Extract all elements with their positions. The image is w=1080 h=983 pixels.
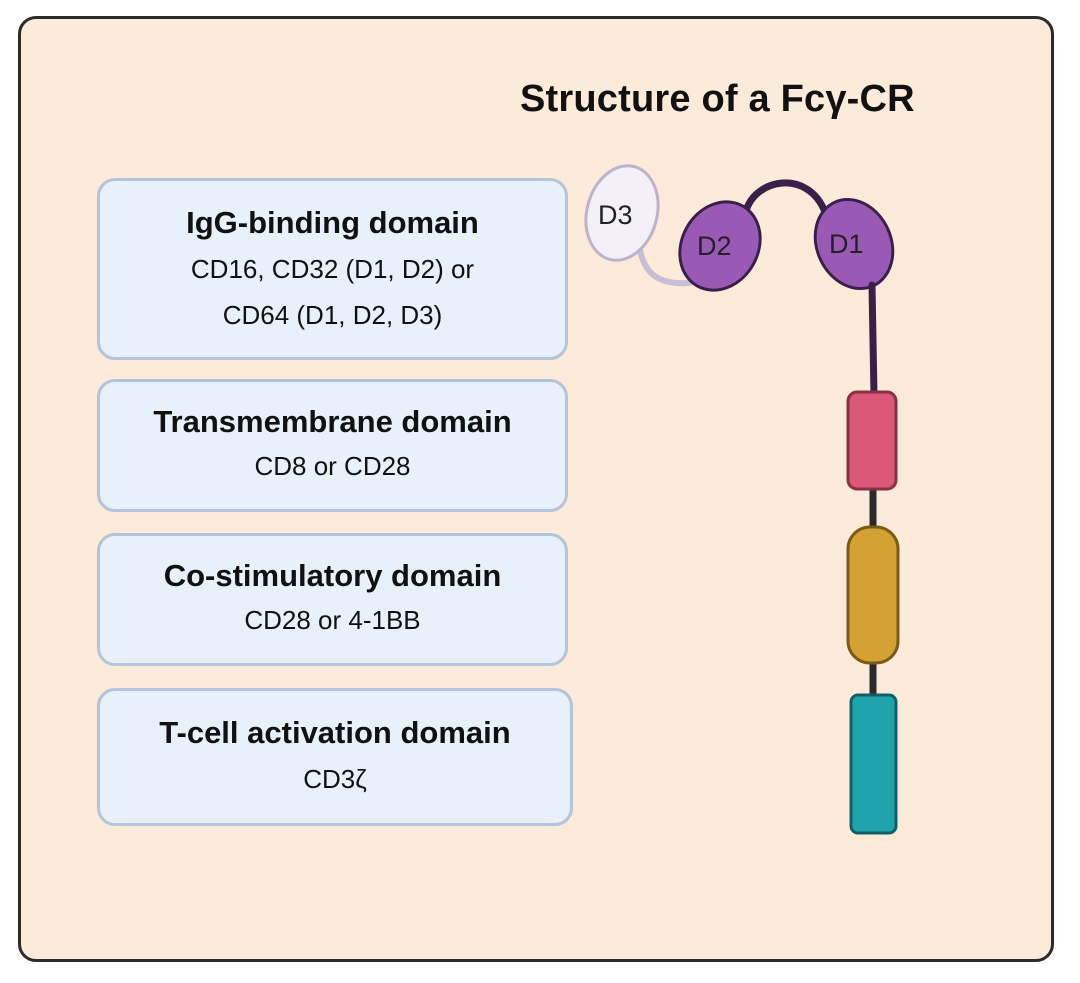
igg-binding-domain-line-1: CD16, CD32 (D1, D2) or bbox=[190, 254, 475, 284]
transmembrane-domain-heading: Transmembrane domain bbox=[153, 404, 512, 439]
hinge-stalk bbox=[868, 281, 878, 399]
d2-domain-shape bbox=[678, 200, 762, 292]
transmembrane-domain-line-1: CD8 or CD28 bbox=[254, 451, 411, 481]
d2-label: D2 bbox=[697, 231, 732, 261]
d3-domain-shape bbox=[584, 164, 660, 262]
t-cell-activation-domain-box: T-cell activation domain CD3ζ bbox=[97, 688, 573, 826]
costimulatory-block bbox=[846, 525, 900, 665]
d3-label: D3 bbox=[598, 200, 633, 230]
transmembrane-block bbox=[846, 390, 898, 491]
d3-linker bbox=[637, 247, 693, 287]
d1-label: D1 bbox=[829, 229, 864, 259]
costimulatory-domain-box: Co-stimulatory domain CD28 or 4-1BB bbox=[97, 533, 568, 666]
figure-title: Structure of a Fcγ-CR bbox=[520, 78, 915, 120]
costimulatory-domain-line-1: CD28 or 4-1BB bbox=[244, 605, 421, 635]
igg-binding-domain-line-2: CD64 (D1, D2, D3) bbox=[222, 300, 443, 330]
costimulatory-domain-heading: Co-stimulatory domain bbox=[163, 558, 502, 593]
igg-binding-domain-box: IgG-binding domain CD16, CD32 (D1, D2) o… bbox=[97, 178, 568, 360]
t-cell-activation-domain-heading: T-cell activation domain bbox=[159, 715, 511, 750]
activation-block bbox=[849, 693, 898, 835]
igg-binding-domain-heading: IgG-binding domain bbox=[186, 205, 479, 240]
t-cell-activation-domain-line-1: CD3ζ bbox=[303, 764, 367, 794]
d1-d2-linker bbox=[741, 179, 829, 219]
transmembrane-domain-box: Transmembrane domain CD8 or CD28 bbox=[97, 379, 568, 512]
